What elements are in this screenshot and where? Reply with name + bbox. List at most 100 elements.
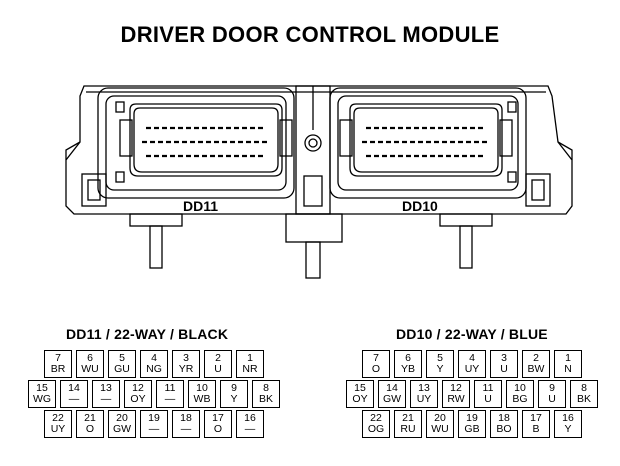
wire-color: O bbox=[85, 423, 95, 435]
wire-color: GU bbox=[114, 363, 130, 375]
pin-number: 13 bbox=[100, 382, 112, 394]
pin-number: 21 bbox=[402, 412, 414, 424]
pin-number: 16 bbox=[244, 412, 256, 424]
pin-number: 4 bbox=[469, 352, 475, 364]
pin-number: 15 bbox=[354, 382, 366, 394]
dd11-pinout-title: DD11 / 22-WAY / BLACK bbox=[66, 326, 229, 342]
module-drawing: DD11 DD10 bbox=[65, 85, 573, 279]
wire-color: BG bbox=[512, 393, 528, 405]
pin-number: 19 bbox=[466, 412, 478, 424]
wire-color: Y bbox=[230, 393, 238, 405]
pin-number: 10 bbox=[196, 382, 208, 394]
dd10-pinout-title: DD10 / 22-WAY / BLUE bbox=[396, 326, 548, 342]
wire-color: O bbox=[371, 363, 381, 375]
pin-number: 14 bbox=[386, 382, 398, 394]
pin-number: 8 bbox=[581, 382, 587, 394]
pin-number: 1 bbox=[247, 352, 253, 364]
wire-color: OY bbox=[352, 393, 368, 405]
pin-number: 2 bbox=[215, 352, 221, 364]
dd10-connector-label: DD10 bbox=[402, 198, 438, 214]
wire-color: UY bbox=[464, 363, 480, 375]
wire-color: BK bbox=[576, 393, 591, 405]
pin-number: 10 bbox=[514, 382, 526, 394]
wire-color: NR bbox=[242, 363, 258, 375]
page-title: DRIVER DOOR CONTROL MODULE bbox=[120, 22, 500, 47]
wire-color: U bbox=[484, 393, 492, 405]
wire-color: BR bbox=[50, 363, 66, 375]
pin-number: 12 bbox=[450, 382, 462, 394]
wire-color: GW bbox=[382, 393, 402, 405]
dd11-connector-shroud bbox=[97, 87, 295, 199]
wire-color: GB bbox=[464, 423, 480, 435]
pin-number: 22 bbox=[52, 412, 64, 424]
pin-number: 17 bbox=[212, 412, 224, 424]
wire-color: RW bbox=[447, 393, 465, 405]
pin-number: 1 bbox=[565, 352, 571, 364]
wire-color: UY bbox=[416, 393, 432, 405]
pin-number: 9 bbox=[549, 382, 555, 394]
wire-color: WU bbox=[81, 363, 99, 375]
pin-number: 21 bbox=[84, 412, 96, 424]
dd11-pin-18: 18— bbox=[172, 410, 200, 438]
pin-number: 5 bbox=[119, 352, 125, 364]
wire-color: — bbox=[244, 423, 256, 435]
dd11-pin-19: 19— bbox=[140, 410, 168, 438]
dd11-pin-14: 14— bbox=[60, 380, 88, 408]
wire-color: RU bbox=[400, 423, 416, 435]
wire-color: WG bbox=[32, 393, 52, 405]
pin-number: 6 bbox=[87, 352, 93, 364]
pin-number: 4 bbox=[151, 352, 157, 364]
wire-color: GW bbox=[112, 423, 132, 435]
wire-color: — bbox=[68, 393, 80, 405]
wire-color: YR bbox=[178, 363, 194, 375]
pin-number: 15 bbox=[36, 382, 48, 394]
wire-color: NG bbox=[146, 363, 162, 375]
wire-color: U bbox=[214, 363, 222, 375]
wire-color: — bbox=[180, 423, 192, 435]
pin-number: 6 bbox=[405, 352, 411, 364]
pin-number: 11 bbox=[482, 382, 494, 394]
pin-number: 18 bbox=[498, 412, 510, 424]
pin-number: 20 bbox=[434, 412, 446, 424]
wire-color: U bbox=[548, 393, 556, 405]
pin-number: 8 bbox=[263, 382, 269, 394]
wire-color: YB bbox=[400, 363, 415, 375]
pin-number: 2 bbox=[533, 352, 539, 364]
wire-color: WB bbox=[193, 393, 211, 405]
pin-number: 19 bbox=[148, 412, 160, 424]
wire-color: BK bbox=[258, 393, 273, 405]
pin-number: 13 bbox=[418, 382, 430, 394]
